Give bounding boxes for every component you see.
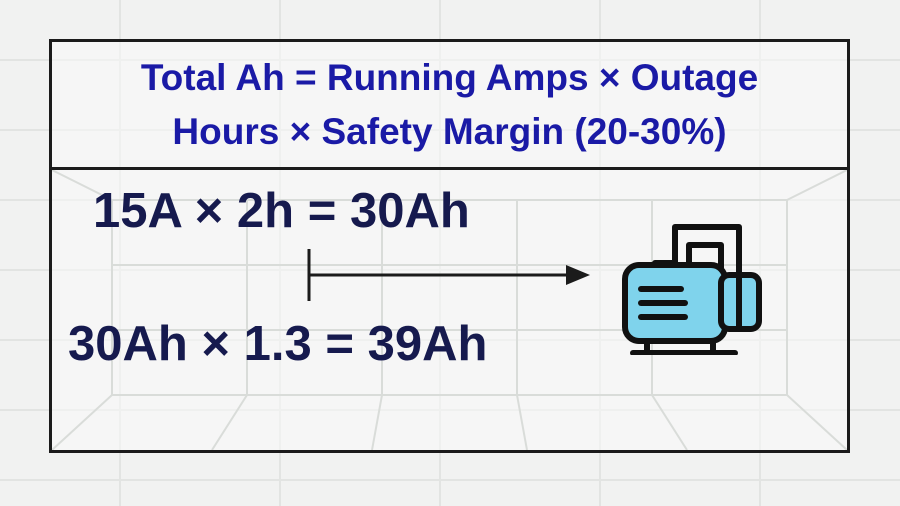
vacuum-pump-icon	[622, 224, 762, 355]
calculation-step-2: 30Ah × 1.3 = 39Ah	[68, 317, 488, 371]
formula-line-1: Total Ah = Running Amps × Outage	[140, 56, 759, 98]
calculation-step-1: 15A × 2h = 30Ah	[93, 184, 470, 238]
formula-header: Total Ah = Running Amps × Outage Hours ×…	[52, 42, 847, 170]
arrow-head	[566, 265, 590, 285]
formula-text: Total Ah = Running Amps × Outage Hours ×…	[80, 51, 820, 159]
arrow-to-pump	[307, 249, 590, 301]
formula-line-2: Hours × Safety Margin (20-30%)	[172, 110, 727, 152]
